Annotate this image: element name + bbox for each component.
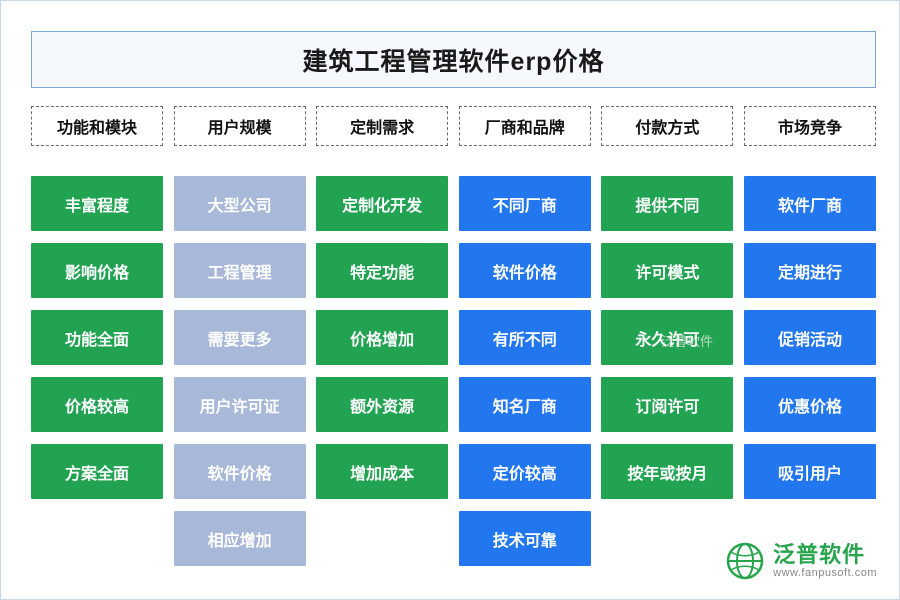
logo-name: 泛普软件 (773, 541, 866, 567)
header-cell-3[interactable]: 厂商和品牌 (458, 106, 591, 146)
header-cell-4[interactable]: 付款方式 (601, 106, 734, 146)
cell-2-2[interactable]: 价格增加 (316, 310, 449, 365)
cell-4-0[interactable]: 提供不同 (601, 176, 734, 231)
cell-0-0[interactable]: 丰富程度 (31, 176, 163, 231)
cell-0-3[interactable]: 价格较高 (31, 377, 163, 432)
cell-4-2[interactable]: 永久许可 (601, 310, 734, 365)
cell-1-3[interactable]: 用户许可证 (173, 377, 306, 432)
column-厂商和品牌: 不同厂商 软件价格 有所不同 知名厂商 定价较高 技术可靠 (458, 176, 591, 566)
column-定制需求: 定制化开发 特定功能 价格增加 额外资源 增加成本 (316, 176, 449, 566)
cell-0-2[interactable]: 功能全面 (31, 310, 163, 365)
cell-1-1[interactable]: 工程管理 (173, 243, 306, 298)
cell-0-4[interactable]: 方案全面 (31, 444, 163, 499)
column-付款方式: 提供不同 许可模式 永久许可 订阅许可 按年或按月 (601, 176, 734, 566)
cell-3-1[interactable]: 软件价格 (458, 243, 591, 298)
cell-4-1[interactable]: 许可模式 (601, 243, 734, 298)
cell-3-2[interactable]: 有所不同 (458, 310, 591, 365)
category-header-row: 功能和模块 用户规模 定制需求 厂商和品牌 付款方式 市场竞争 (31, 106, 876, 146)
brand-logo: 泛普软件 www.fanpusoft.com (725, 541, 877, 581)
category-columns-grid: 丰富程度 影响价格 功能全面 价格较高 方案全面 大型公司 工程管理 需要更多 … (31, 176, 876, 566)
cell-5-0[interactable]: 软件厂商 (743, 176, 876, 231)
cell-3-5[interactable]: 技术可靠 (458, 511, 591, 566)
cell-0-1[interactable]: 影响价格 (31, 243, 163, 298)
cell-1-0[interactable]: 大型公司 (173, 176, 306, 231)
column-功能和模块: 丰富程度 影响价格 功能全面 价格较高 方案全面 (31, 176, 163, 566)
page-title-bar: 建筑工程管理软件erp价格 (31, 31, 876, 88)
cell-3-3[interactable]: 知名厂商 (458, 377, 591, 432)
logo-text-wrap: 泛普软件 www.fanpusoft.com (773, 541, 877, 580)
column-用户规模: 大型公司 工程管理 需要更多 用户许可证 软件价格 相应增加 (173, 176, 306, 566)
cell-5-1[interactable]: 定期进行 (743, 243, 876, 298)
cell-4-4[interactable]: 按年或按月 (601, 444, 734, 499)
cell-5-4[interactable]: 吸引用户 (743, 444, 876, 499)
header-cell-0[interactable]: 功能和模块 (31, 106, 163, 146)
page-title: 建筑工程管理软件erp价格 (302, 47, 605, 76)
cell-1-5[interactable]: 相应增加 (173, 511, 306, 566)
cell-1-4[interactable]: 软件价格 (173, 444, 306, 499)
header-cell-2[interactable]: 定制需求 (316, 106, 449, 146)
cell-2-1[interactable]: 特定功能 (316, 243, 449, 298)
cell-4-3[interactable]: 订阅许可 (601, 377, 734, 432)
cell-2-4[interactable]: 增加成本 (316, 444, 449, 499)
cell-1-2[interactable]: 需要更多 (173, 310, 306, 365)
globe-icon (725, 541, 765, 581)
cell-5-3[interactable]: 优惠价格 (743, 377, 876, 432)
cell-3-4[interactable]: 定价较高 (458, 444, 591, 499)
header-cell-1[interactable]: 用户规模 (173, 106, 306, 146)
logo-url: www.fanpusoft.com (773, 567, 877, 580)
cell-2-3[interactable]: 额外资源 (316, 377, 449, 432)
cell-2-0[interactable]: 定制化开发 (316, 176, 449, 231)
column-市场竞争: 软件厂商 定期进行 促销活动 优惠价格 吸引用户 (743, 176, 876, 566)
header-cell-5[interactable]: 市场竞争 (743, 106, 876, 146)
cell-3-0[interactable]: 不同厂商 (458, 176, 591, 231)
cell-5-2[interactable]: 促销活动 (743, 310, 876, 365)
